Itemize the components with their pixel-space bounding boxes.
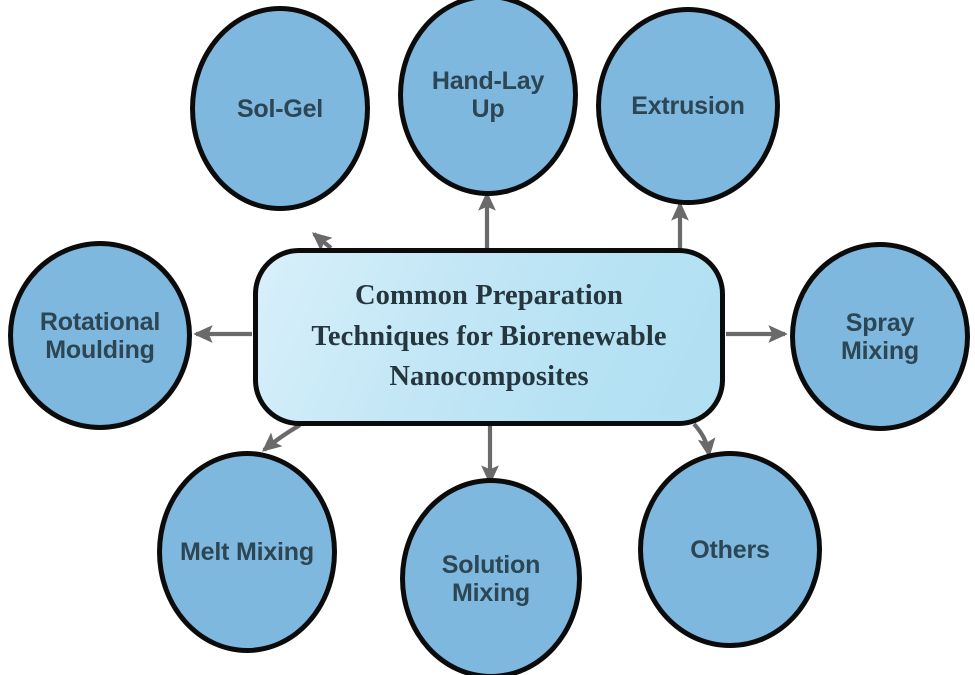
- center-hub[interactable]: Common Preparation Techniques for Bioren…: [253, 248, 725, 426]
- node-others-label: Others: [690, 535, 770, 564]
- arrow-to-others: [692, 422, 716, 458]
- arrow-to-melt-mixing: [261, 423, 302, 452]
- arrow-to-sol-gel: [311, 232, 333, 252]
- node-sol-gel[interactable]: Sol-Gel: [190, 6, 370, 211]
- node-extrusion-label: Extrusion: [631, 92, 745, 120]
- node-solution-mixing-label: Solution Mixing: [441, 550, 541, 607]
- node-sol-gel-label: Sol-Gel: [236, 94, 324, 123]
- node-others[interactable]: Others: [638, 451, 822, 648]
- node-spray-mixing-label: Spray Mixing: [841, 308, 919, 365]
- node-extrusion[interactable]: Extrusion: [596, 7, 780, 205]
- node-rotational-moulding-label: Rotational Moulding: [39, 307, 161, 364]
- node-melt-mixing[interactable]: Melt Mixing: [157, 451, 337, 653]
- node-solution-mixing[interactable]: Solution Mixing: [400, 478, 582, 675]
- center-hub-label: Common Preparation Techniques for Bioren…: [311, 280, 667, 393]
- node-spray-mixing[interactable]: Spray Mixing: [790, 242, 970, 431]
- node-hand-lay-up-label: Hand-Lay Up: [431, 67, 545, 123]
- node-hand-lay-up[interactable]: Hand-Lay Up: [398, 0, 578, 196]
- node-melt-mixing-label: Melt Mixing: [180, 538, 314, 566]
- node-rotational-moulding[interactable]: Rotational Moulding: [8, 241, 192, 430]
